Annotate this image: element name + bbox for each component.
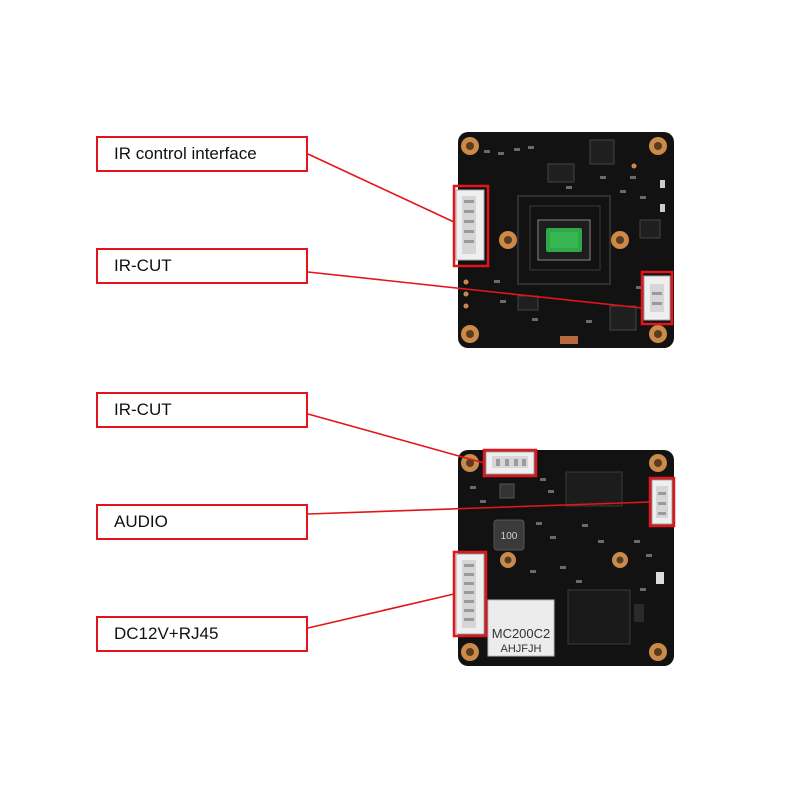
audio-connector: [651, 479, 673, 525]
chip: [547, 163, 575, 183]
label-ir-cut-bottom-text: IR-CUT: [114, 400, 172, 419]
label-audio: AUDIO: [96, 504, 308, 540]
soc-chip: [565, 471, 623, 507]
chip: [517, 295, 539, 311]
label-dc12v-rj45: DC12V+RJ45: [96, 616, 308, 652]
label-audio-text: AUDIO: [114, 512, 168, 531]
callout-line-audio: [307, 501, 651, 515]
inductor-code: 100: [501, 531, 518, 542]
card-slot: [567, 589, 631, 645]
label-ir-cut-top-text: IR-CUT: [114, 256, 172, 275]
label-ir-cut-top: IR-CUT: [96, 248, 308, 284]
label-dc12v-rj45-text: DC12V+RJ45: [114, 624, 219, 643]
callout-line-ir-cut-top: [307, 271, 643, 309]
callout-line-ir-cut-bottom: [307, 413, 485, 464]
inductor: [493, 519, 525, 551]
ir-control-connector: [455, 189, 485, 261]
power-ethernet-connector: [455, 553, 485, 635]
callout-line-ir-control: [307, 153, 455, 223]
highlight-ir-control: [452, 184, 490, 268]
magnetics-module: [487, 599, 555, 657]
bottom-board-mount-holes: [461, 454, 667, 661]
chip: [589, 139, 615, 165]
module-model: MC200C2: [492, 626, 551, 641]
top-board: [452, 132, 674, 348]
chip: [639, 219, 661, 239]
bottom-board: 100 MC200C2 AHJFJH: [452, 448, 676, 666]
module-code: AHJFJH: [501, 643, 542, 655]
label-ir-control-interface-text: IR control interface: [114, 144, 257, 163]
label-ir-cut-bottom: IR-CUT: [96, 392, 308, 428]
ir-cut-connector-top: [643, 275, 671, 321]
ir-cut-connector-bottom: [485, 451, 535, 475]
top-board-mount-holes: [461, 137, 667, 343]
label-ir-control-interface: IR control interface: [96, 136, 308, 172]
callout-line-dc12v-rj45: [307, 593, 455, 629]
highlight-ir-cut-top: [640, 270, 674, 326]
chip: [609, 305, 637, 331]
